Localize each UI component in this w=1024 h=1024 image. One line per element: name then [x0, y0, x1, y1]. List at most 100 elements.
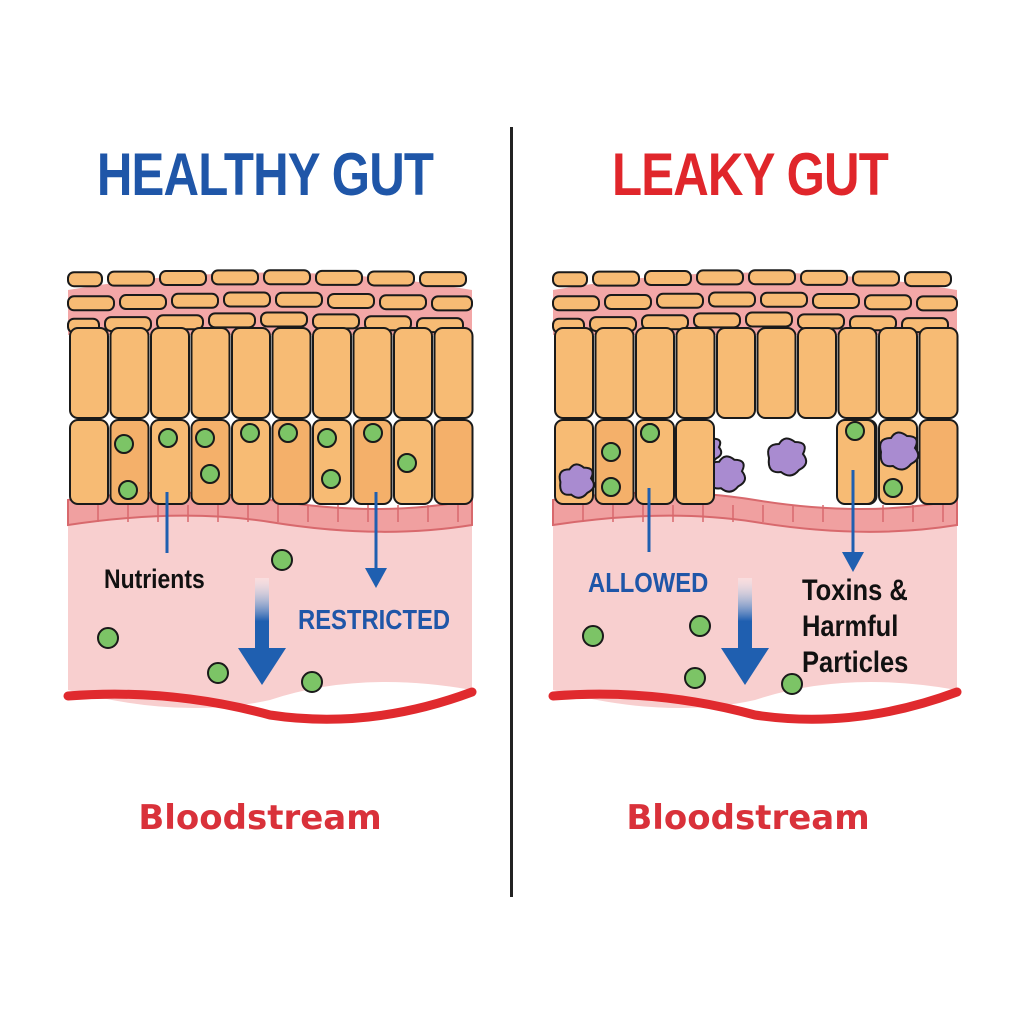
toxins-arrow-head [842, 552, 864, 572]
surface-cell [211, 269, 259, 286]
surface-cell [696, 269, 744, 286]
epithelial-cell [918, 327, 959, 419]
epithelial-cell [594, 327, 635, 419]
nutrient-particle [114, 434, 134, 454]
surface-cell [67, 295, 115, 312]
nutrient-particle [601, 477, 621, 497]
surface-cell [315, 269, 363, 286]
toxin-particle [879, 431, 920, 471]
epithelial-cell [69, 419, 109, 505]
surface-cell [419, 271, 467, 288]
surface-cell [552, 295, 600, 312]
tissue-layer [553, 496, 957, 708]
surface-cell [708, 291, 756, 308]
surface-cell [916, 295, 958, 312]
surface-cell [367, 270, 415, 287]
epithelial-cell [150, 327, 190, 419]
surface-cell [852, 270, 900, 287]
toxin-particle [558, 463, 595, 499]
surface-cell [208, 312, 256, 329]
nutrient-particle [781, 673, 803, 695]
toxin-particle [707, 455, 747, 493]
leaky-gut-title: LEAKY GUT [611, 141, 889, 208]
nutrient-particle [397, 453, 417, 473]
absorption-arrow-head [721, 648, 769, 685]
nutrient-particle [601, 442, 621, 462]
blood-vessel-wall [548, 687, 962, 724]
epithelial-cell [837, 327, 878, 419]
epithelial-cell [554, 327, 594, 419]
surface-cell [223, 291, 271, 308]
healthy-gut-illustration [63, 269, 477, 724]
absorption-arrow-shaft [255, 578, 269, 650]
restricted-arrow-head [365, 568, 387, 588]
epithelial-cell [836, 419, 876, 505]
nutrient-particle [118, 480, 138, 500]
toxins-label-line3: Particles [802, 646, 909, 679]
toxins-label-line2: Harmful [802, 610, 899, 643]
surface-cell [119, 294, 167, 311]
nutrient-particle [271, 549, 293, 571]
surface-cell [693, 312, 741, 329]
surface-cell [812, 292, 860, 309]
nutrient-particle [301, 671, 323, 693]
nutrient-particle [97, 627, 119, 649]
epithelial-cell [675, 419, 715, 505]
epithelial-cell [433, 327, 474, 419]
surface-cell [604, 294, 652, 311]
absorption-arrow-head [238, 648, 286, 685]
nutrient-particle [845, 421, 865, 441]
nutrient-particle [317, 428, 337, 448]
epithelial-cell [797, 327, 837, 419]
surface-cell [171, 292, 219, 309]
surface-cell [159, 270, 207, 287]
panel-divider [510, 127, 513, 897]
surface-cell [431, 295, 473, 312]
epithelial-cell [271, 327, 312, 419]
epithelial-cell [69, 327, 109, 419]
epithelial-cell [433, 419, 474, 505]
surface-cell [552, 271, 588, 288]
bloodstream-label-leaky: Bloodstream [626, 798, 870, 838]
nutrient-particle [207, 662, 229, 684]
surface-cell [904, 271, 952, 288]
surface-cell [275, 291, 323, 308]
surface-cell [67, 271, 103, 288]
surface-cell [864, 294, 912, 311]
tissue-layer [68, 496, 472, 708]
surface-cell [592, 270, 640, 287]
nutrient-particle [640, 423, 660, 443]
surface-cell [748, 269, 796, 286]
epithelial-cell [635, 327, 675, 419]
blood-vessel-wall [63, 687, 477, 724]
epithelial-cell [190, 327, 231, 419]
surface-cell [656, 292, 704, 309]
surface-cell [800, 269, 848, 286]
epithelial-cell [675, 327, 716, 419]
epithelial-cell [312, 327, 352, 419]
surface-cell [379, 294, 427, 311]
nutrient-particle [582, 625, 604, 647]
nutrient-particle [200, 464, 220, 484]
nutrient-particle [321, 469, 341, 489]
epithelial-cell [109, 327, 150, 419]
surface-cell [644, 270, 692, 287]
nutrients-label: Nutrients [104, 564, 205, 594]
epithelial-cell [352, 327, 393, 419]
allowed-label: ALLOWED [588, 567, 709, 598]
nutrient-particle [883, 478, 903, 498]
bloodstream-label-healthy: Bloodstream [138, 798, 382, 838]
surface-cell [760, 291, 808, 308]
surface-cell [797, 313, 845, 330]
surface-cell [327, 292, 375, 309]
epithelial-cell [918, 419, 959, 505]
surface-cell [745, 311, 793, 328]
surface-cell [312, 313, 360, 330]
nutrient-particle [158, 428, 178, 448]
nutrient-particle [278, 423, 298, 443]
epithelial-cell [231, 419, 271, 505]
toxins-label-line1: Toxins & [802, 574, 908, 607]
epithelial-cell [352, 419, 393, 505]
toxin-particle [767, 437, 808, 477]
epithelial-cell [393, 327, 433, 419]
